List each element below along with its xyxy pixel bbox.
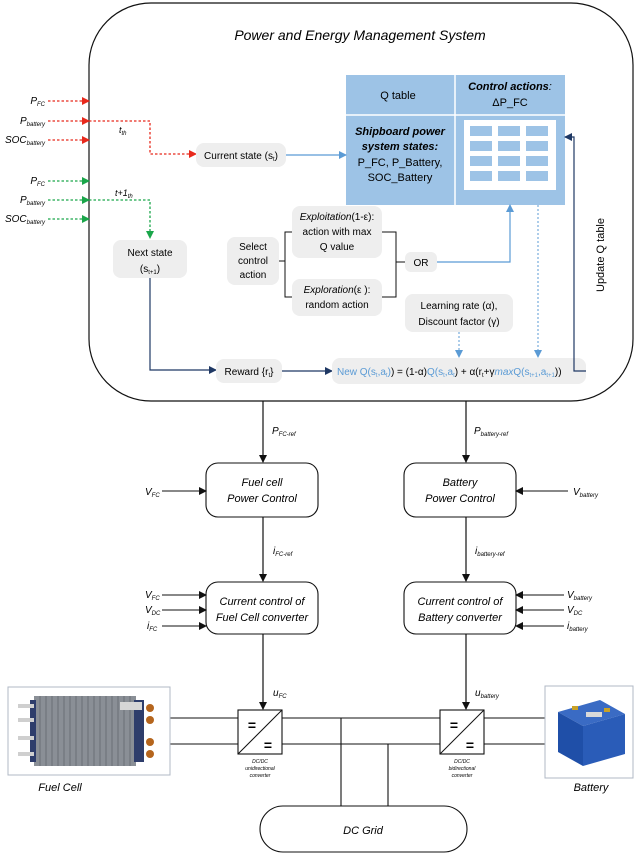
svg-text:=: = xyxy=(248,717,256,733)
fc-converter: = = DC/DC unidirectional converter xyxy=(237,709,283,779)
battery-power-line-2: Power Control xyxy=(425,493,495,505)
svg-text:tth: tth xyxy=(119,125,127,137)
svg-text:PFC: PFC xyxy=(30,176,45,188)
ems-title: Power and Energy Management System xyxy=(234,27,486,43)
fc-power-line-2: Power Control xyxy=(227,493,297,505)
dc-grid-box xyxy=(259,805,468,853)
control-actions-title: Control actions: xyxy=(468,81,552,93)
exploration-line-2: random action xyxy=(305,300,368,311)
exploitation-line-3: Q value xyxy=(320,242,355,253)
v-dc-fc-input: VDC xyxy=(145,605,161,617)
battery-current-line-2: Battery converter xyxy=(418,612,503,624)
states-title-1: Shipboard power xyxy=(355,126,446,138)
p-battery-ref: Pbattery-ref xyxy=(474,426,509,438)
battery-current-control-box xyxy=(403,581,517,635)
v-fc-current-input: VFC xyxy=(145,590,160,602)
i-battery-ref: ibattery-ref xyxy=(475,546,506,558)
svg-text:=: = xyxy=(450,717,458,733)
v-battery-current-input: Vbattery xyxy=(567,590,593,602)
exploitation-box xyxy=(292,206,382,258)
table-icon xyxy=(464,120,556,190)
select-line-1: Select xyxy=(239,242,267,253)
fuel-cell-label: Fuel Cell xyxy=(38,782,82,794)
next-state-line-2: (st+1) xyxy=(140,264,160,276)
svg-text:PFC: PFC xyxy=(30,96,45,108)
fuel-cell-image xyxy=(7,686,171,776)
svg-text:DC/DC: DC/DC xyxy=(454,759,470,765)
fc-current-line-1: Current control of xyxy=(220,596,306,608)
current-state-box xyxy=(196,143,286,167)
next-state-line-1: Next state xyxy=(127,248,172,259)
p-fc-ref: PFC-ref xyxy=(272,426,297,438)
battery-image xyxy=(544,685,634,779)
fc-power-line-1: Fuel cell xyxy=(242,477,284,489)
svg-text:SOCbattery: SOCbattery xyxy=(5,135,46,147)
control-actions-value: ΔP_FC xyxy=(492,97,528,109)
exploration-line-1: Exploration(ε ): xyxy=(304,285,371,296)
v-battery-power-input: Vbattery xyxy=(573,487,599,499)
i-fc-ref: iFC-ref xyxy=(273,546,294,558)
q-update-equation: New Q(st,at)) = (1-α)Q(st,at) + α(rt+γma… xyxy=(337,367,562,379)
battery-power-control-box xyxy=(403,462,517,518)
exploitation-line-1: Exploitation(1-ε): xyxy=(300,212,375,223)
discount-factor-line: Discount factor (γ) xyxy=(418,317,499,328)
fc-current-control-box xyxy=(205,581,319,635)
equation-box xyxy=(332,358,586,384)
svg-text:unidirectional: unidirectional xyxy=(245,766,275,772)
states-line-1: P_FC, P_Battery, xyxy=(358,157,443,169)
battery-converter: = = DC/DC bidirectional converter xyxy=(439,709,485,779)
u-battery: ubattery xyxy=(475,688,500,700)
select-action-box xyxy=(227,237,279,285)
reward-label: Reward {rt} xyxy=(225,367,275,379)
battery-label: Battery xyxy=(574,782,610,794)
exploration-box xyxy=(292,279,382,316)
svg-text:DC/DC: DC/DC xyxy=(252,759,268,765)
exploitation-line-2: action with max xyxy=(303,227,372,238)
battery-power-line-1: Battery xyxy=(443,477,479,489)
states-line-2: SOC_Battery xyxy=(368,172,433,184)
fc-power-control-box xyxy=(205,462,319,518)
dc-grid-label: DC Grid xyxy=(343,825,384,837)
svg-text:t+1th: t+1th xyxy=(115,188,133,200)
i-battery-input: ibattery xyxy=(567,621,589,633)
select-line-2: control xyxy=(238,256,268,267)
learning-rate-box xyxy=(405,294,513,332)
next-state-box xyxy=(113,240,187,278)
or-box xyxy=(405,252,437,272)
inputs-t1: PFC Pbattery SOCbattery t+1th xyxy=(5,176,154,239)
svg-text:Pbattery: Pbattery xyxy=(20,195,46,207)
inputs-t: PFC Pbattery SOCbattery tth xyxy=(5,96,197,158)
select-line-3: action xyxy=(240,270,267,281)
svg-text:converter: converter xyxy=(250,773,271,779)
battery-current-line-1: Current control of xyxy=(418,596,504,608)
svg-text:Pbattery: Pbattery xyxy=(20,116,46,128)
current-state-label: Current state (st) xyxy=(204,151,278,163)
states-title-2: system states: xyxy=(362,141,439,153)
fc-current-line-2: Fuel Cell converter xyxy=(216,612,310,624)
or-label: OR xyxy=(414,258,429,269)
svg-text:converter: converter xyxy=(452,773,473,779)
reward-box xyxy=(216,359,282,383)
svg-text:SOCbattery: SOCbattery xyxy=(5,214,46,226)
u-fc: uFC xyxy=(273,688,287,700)
i-fc-input: iFC xyxy=(147,621,158,633)
v-dc-battery-input: VDC xyxy=(567,605,583,617)
svg-text:bidirectional: bidirectional xyxy=(449,766,477,772)
svg-text:=: = xyxy=(466,737,474,753)
v-fc-power-input: VFC xyxy=(145,487,160,499)
update-q-label: Update Q table xyxy=(595,218,607,292)
learning-rate-line-1: Learning rate (α), xyxy=(421,301,498,312)
qtable-label: Q table xyxy=(380,90,415,102)
svg-text:=: = xyxy=(264,737,272,753)
